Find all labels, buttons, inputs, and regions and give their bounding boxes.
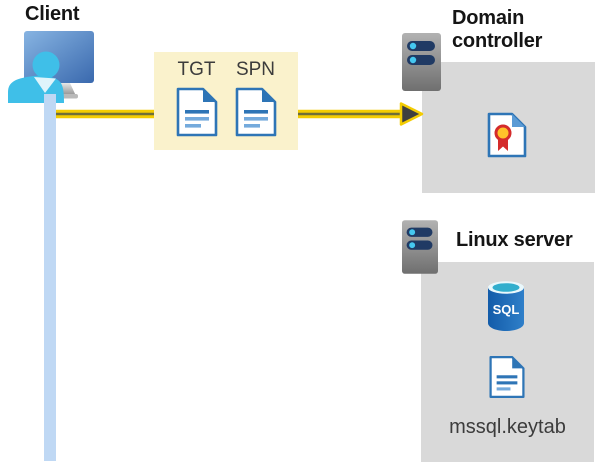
sql-database-icon: SQL [488,281,524,331]
keytab-filename-label: mssql.keytab [449,416,566,438]
person-collar [34,77,56,93]
spn-label: SPN [235,59,276,80]
tgt-label: TGT [177,59,216,80]
domain-controller-label: Domain controller [452,7,543,52]
spn-ticket: SPN [233,57,279,150]
ticket-box: TGT SPN [154,52,298,150]
keytab-file-icon [489,356,525,398]
tgt-ticket: TGT [174,57,220,150]
spn-document-icon [235,87,276,137]
tgt-document-icon [176,87,217,137]
sql-icon-text: SQL [493,302,520,317]
client-lifeline [44,94,56,461]
domain-controller-server-icon [402,33,441,91]
certificate-icon [487,112,527,158]
monitor-screen [24,31,94,83]
linux-server-label: Linux server [456,229,573,251]
person-head [32,51,60,79]
client-label: Client [25,3,80,25]
arrowhead-icon [399,102,424,126]
linux-server-icon [402,220,438,274]
